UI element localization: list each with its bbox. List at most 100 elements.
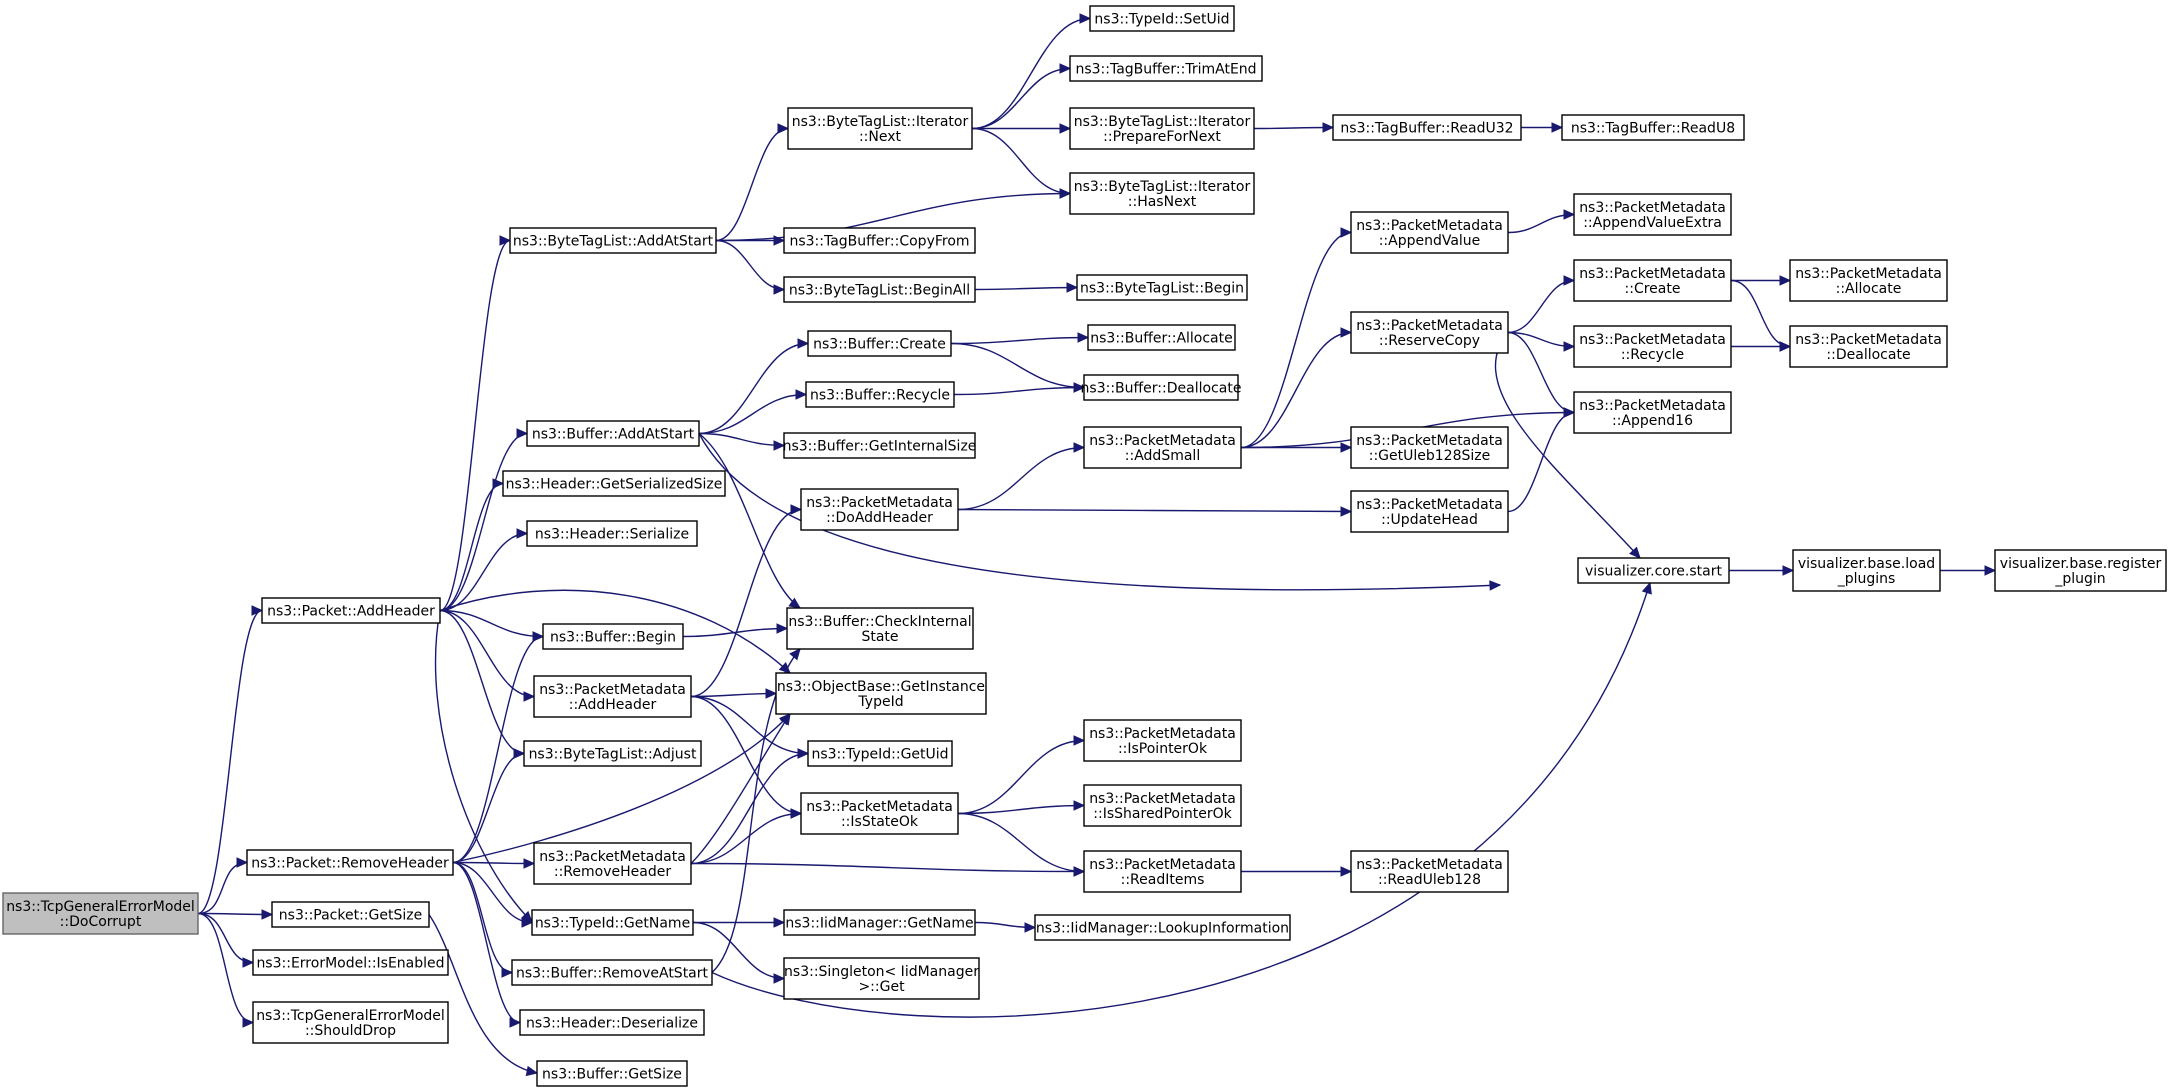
node-box[interactable]: [1083, 784, 1242, 827]
node-box[interactable]: [1792, 549, 1941, 592]
node-remove-header[interactable]: ns3::Packet::RemoveHeader: [246, 849, 454, 876]
node-box[interactable]: [1573, 259, 1732, 302]
node-pm-recycle[interactable]: ns3::PacketMetadata::Recycle: [1573, 325, 1732, 368]
node-tb-read-u32[interactable]: ns3::TagBuffer::ReadU32: [1332, 114, 1522, 141]
node-box[interactable]: [1083, 850, 1242, 893]
node-box[interactable]: [1994, 549, 2167, 592]
node-box[interactable]: [1350, 211, 1509, 254]
node-box[interactable]: [526, 520, 698, 547]
node-box[interactable]: [1573, 193, 1732, 236]
node-btl-adjust[interactable]: ns3::ByteTagList::Adjust: [523, 740, 702, 767]
node-buf-begin[interactable]: ns3::Buffer::Begin: [542, 623, 684, 650]
node-btl-begin-all[interactable]: ns3::ByteTagList::BeginAll: [783, 276, 976, 303]
node-pm-append-value-extra[interactable]: ns3::PacketMetadata::AppendValueExtra: [1573, 193, 1732, 236]
node-pm-remove-header[interactable]: ns3::PacketMetadata::RemoveHeader: [533, 842, 692, 885]
node-box[interactable]: [526, 420, 700, 447]
node-add-header[interactable]: ns3::Packet::AddHeader: [261, 597, 441, 624]
node-pm-allocate[interactable]: ns3::PacketMetadata::Allocate: [1789, 259, 1948, 302]
node-box[interactable]: [1350, 426, 1509, 469]
node-viz-register-plugin[interactable]: visualizer.base.register_plugin: [1994, 549, 2167, 592]
node-pm-is-pointer-ok[interactable]: ns3::PacketMetadata::IsPointerOk: [1083, 719, 1242, 762]
node-box[interactable]: [1083, 374, 1239, 401]
node-should-drop[interactable]: ns3::TcpGeneralErrorModel::ShouldDrop: [252, 1001, 449, 1044]
node-box[interactable]: [1034, 914, 1291, 941]
node-get-size[interactable]: ns3::Packet::GetSize: [271, 901, 430, 928]
node-buf-get-internal-size[interactable]: ns3::Buffer::GetInternalSize: [783, 432, 977, 459]
node-box[interactable]: [531, 909, 694, 936]
node-box[interactable]: [1573, 325, 1732, 368]
node-iid-lookup-information[interactable]: ns3::IidManager::LookupInformation: [1034, 914, 1291, 941]
node-box[interactable]: [1069, 107, 1255, 150]
node-btl-begin[interactable]: ns3::ByteTagList::Begin: [1076, 274, 1248, 301]
node-tid-get-uid[interactable]: ns3::TypeId::GetUid: [807, 740, 953, 767]
node-buf-add-at-start[interactable]: ns3::Buffer::AddAtStart: [526, 420, 700, 447]
node-box[interactable]: [2, 892, 199, 935]
node-hdr-serialize[interactable]: ns3::Header::Serialize: [526, 520, 698, 547]
node-box[interactable]: [783, 227, 976, 254]
node-buf-remove-at-start[interactable]: ns3::Buffer::RemoveAtStart: [511, 959, 713, 986]
node-box[interactable]: [787, 107, 973, 150]
node-tid-get-name[interactable]: ns3::TypeId::GetName: [531, 909, 694, 936]
node-box[interactable]: [502, 470, 726, 497]
node-pm-do-add-header[interactable]: ns3::PacketMetadata::DoAddHeader: [800, 488, 959, 531]
node-box[interactable]: [1069, 172, 1255, 215]
node-buf-deallocate[interactable]: ns3::Buffer::Deallocate: [1081, 374, 1242, 401]
node-box[interactable]: [1350, 850, 1509, 893]
node-box[interactable]: [1083, 719, 1242, 762]
node-box[interactable]: [783, 432, 976, 459]
node-box[interactable]: [1789, 259, 1948, 302]
node-box[interactable]: [807, 740, 953, 767]
node-viz-core-start[interactable]: visualizer.core.start: [1577, 557, 1730, 584]
node-box[interactable]: [800, 488, 959, 531]
node-box[interactable]: [246, 849, 454, 876]
node-buf-get-size[interactable]: ns3::Buffer::GetSize: [536, 1060, 688, 1087]
node-box[interactable]: [783, 957, 980, 1000]
node-box[interactable]: [1089, 5, 1235, 32]
node-tb-trim-at-end[interactable]: ns3::TagBuffer::TrimAtEnd: [1069, 55, 1263, 82]
node-box[interactable]: [1083, 426, 1242, 469]
node-box[interactable]: [807, 330, 952, 357]
node-box[interactable]: [1577, 557, 1730, 584]
node-box[interactable]: [800, 792, 959, 835]
node-pm-update-head[interactable]: ns3::PacketMetadata::UpdateHead: [1350, 490, 1509, 533]
node-btl-it-next[interactable]: ns3::ByteTagList::Iterator::Next: [787, 107, 973, 150]
node-pm-read-uleb128[interactable]: ns3::PacketMetadata::ReadUleb128: [1350, 850, 1509, 893]
node-btl-it-has-next[interactable]: ns3::ByteTagList::Iterator::HasNext: [1069, 172, 1255, 215]
node-box[interactable]: [1069, 55, 1263, 82]
node-iid-get-name[interactable]: ns3::IidManager::GetName: [783, 909, 976, 936]
node-box[interactable]: [1561, 114, 1745, 141]
node-buf-allocate[interactable]: ns3::Buffer::Allocate: [1087, 324, 1236, 351]
node-box[interactable]: [786, 607, 974, 650]
node-pm-create[interactable]: ns3::PacketMetadata::Create: [1573, 259, 1732, 302]
node-pm-append16[interactable]: ns3::PacketMetadata::Append16: [1573, 391, 1732, 434]
node-btl-add-at-start[interactable]: ns3::ByteTagList::AddAtStart: [509, 227, 717, 254]
node-box[interactable]: [1573, 391, 1732, 434]
node-box[interactable]: [1087, 324, 1236, 351]
node-box[interactable]: [1076, 274, 1248, 301]
node-box[interactable]: [271, 901, 430, 928]
node-pm-reserve-copy[interactable]: ns3::PacketMetadata::ReserveCopy: [1350, 311, 1509, 354]
node-box[interactable]: [1789, 325, 1948, 368]
node-pm-is-state-ok[interactable]: ns3::PacketMetadata::IsStateOk: [800, 792, 959, 835]
node-hdr-get-ser-size[interactable]: ns3::Header::GetSerializedSize: [502, 470, 726, 497]
node-root[interactable]: ns3::TcpGeneralErrorModel::DoCorrupt: [2, 892, 199, 935]
node-box[interactable]: [1350, 311, 1509, 354]
node-pm-read-items[interactable]: ns3::PacketMetadata::ReadItems: [1083, 850, 1242, 893]
node-tid-set-uid[interactable]: ns3::TypeId::SetUid: [1089, 5, 1235, 32]
node-box[interactable]: [805, 381, 955, 408]
node-box[interactable]: [775, 672, 987, 715]
node-box[interactable]: [533, 842, 692, 885]
node-pm-is-shared-pointer-ok[interactable]: ns3::PacketMetadata::IsSharedPointerOk: [1083, 784, 1242, 827]
node-box[interactable]: [783, 909, 976, 936]
node-box[interactable]: [261, 597, 441, 624]
node-hdr-deserialize[interactable]: ns3::Header::Deserialize: [519, 1009, 705, 1036]
node-buf-recycle[interactable]: ns3::Buffer::Recycle: [805, 381, 955, 408]
node-box[interactable]: [509, 227, 717, 254]
node-box[interactable]: [1350, 490, 1509, 533]
node-box[interactable]: [1332, 114, 1522, 141]
node-btl-it-prepare-for-next[interactable]: ns3::ByteTagList::Iterator::PrepareForNe…: [1069, 107, 1255, 150]
node-tb-read-u8[interactable]: ns3::TagBuffer::ReadU8: [1561, 114, 1745, 141]
node-is-enabled[interactable]: ns3::ErrorModel::IsEnabled: [252, 949, 449, 976]
node-pm-get-uleb128-size[interactable]: ns3::PacketMetadata::GetUleb128Size: [1350, 426, 1509, 469]
